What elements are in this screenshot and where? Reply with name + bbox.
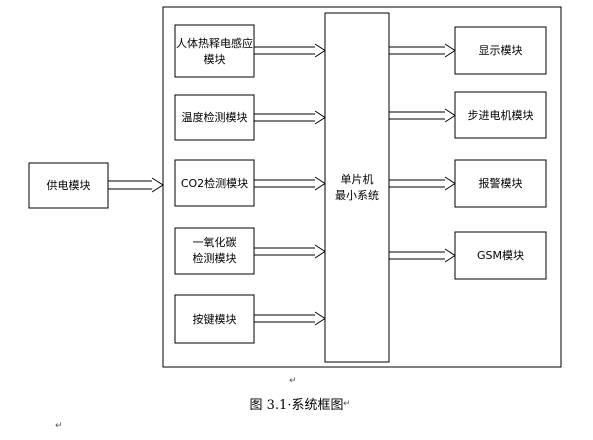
keys-module-box	[174, 294, 255, 344]
keys-to-mcu-arrow	[254, 311, 326, 326]
co-module-label-line2: 检测模块	[193, 251, 237, 265]
mcu-to-alarm-arrow	[389, 176, 456, 191]
mcu-box	[324, 12, 390, 363]
co-to-mcu-arrow	[254, 244, 326, 259]
mcu-label-line2: 最小系统	[335, 189, 379, 202]
figure-caption: 图 3.1·系统框图	[249, 398, 344, 413]
power-module-box	[28, 162, 109, 209]
stepper-module-label: 步进电机模块	[468, 108, 534, 122]
co2-module-label: CO2检测模块	[181, 176, 248, 190]
pir-sensor-module-box	[174, 24, 255, 78]
display-module-box	[454, 26, 547, 75]
gsm-module-label: GSM模块	[477, 249, 524, 262]
display-module-label: 显示模块	[479, 44, 523, 57]
pir-sensor-label-line2: 模块	[204, 53, 226, 66]
paragraph-mark: ↵	[289, 376, 297, 386]
temperature-module-label: 温度检测模块	[182, 110, 248, 124]
mcu-to-stepper-arrow	[389, 108, 456, 123]
co-module-box	[174, 227, 255, 275]
mcu-to-gsm-arrow	[389, 248, 456, 263]
keys-module-label: 按键模块	[193, 312, 237, 326]
pir-sensor-label-line1: 人体热释电感应	[176, 36, 253, 50]
co2-to-mcu-arrow	[254, 176, 326, 191]
gsm-module-box	[454, 231, 547, 280]
stepper-module-box	[454, 91, 547, 139]
paragraph-mark: ↵	[55, 421, 63, 431]
power-arrow	[108, 177, 164, 193]
temperature-to-mcu-arrow	[254, 110, 326, 125]
paragraph-mark: ↵	[343, 399, 351, 409]
mcu-label-line1: 单片机	[341, 172, 374, 186]
alarm-module-box	[454, 159, 547, 208]
mcu-to-display-arrow	[389, 43, 456, 58]
outer-frame	[162, 6, 562, 368]
pir-to-mcu-arrow	[254, 43, 326, 58]
temperature-module-box	[174, 94, 255, 141]
power-module-label: 供电模块	[47, 178, 91, 192]
alarm-module-label: 报警模块	[479, 176, 523, 190]
co2-module-box	[174, 159, 255, 207]
co-module-label-line1: 一氧化碳	[193, 235, 237, 249]
